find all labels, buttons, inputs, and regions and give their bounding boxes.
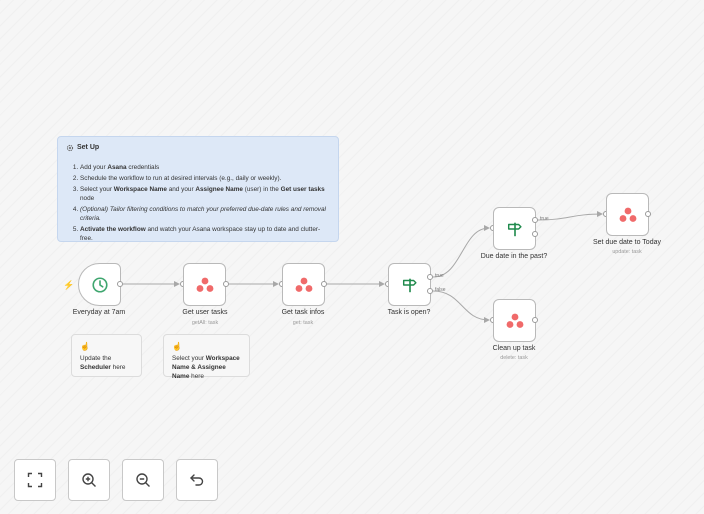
scheduler-sticky-note[interactable]: ☝ Update the Scheduler here (71, 334, 142, 377)
pointing-hand-icon: ☝ (172, 342, 182, 351)
branch-label-false: false (435, 287, 446, 293)
output-handle[interactable] (321, 281, 327, 287)
fit-view-icon (27, 472, 43, 488)
asana-icon (619, 207, 636, 222)
pointing-hand-icon: ☝ (80, 342, 90, 351)
branch-label-true: true (435, 273, 444, 279)
trigger-bolt-icon: ⚡ (63, 280, 75, 290)
gear-icon (66, 144, 74, 152)
zoom-in-button[interactable] (68, 459, 110, 501)
node-operation: getAll: task (191, 320, 219, 326)
node-get-user-tasks[interactable] (183, 263, 226, 306)
zoom-out-button[interactable] (122, 459, 164, 501)
asana-icon (506, 313, 523, 328)
node-label: Due date in the past? (480, 253, 548, 260)
setup-sticky-note[interactable]: Set Up Add your Asana credentials Schedu… (57, 136, 339, 242)
output-handle-false[interactable] (427, 288, 433, 294)
setup-step: Schedule the workflow to run at desired … (80, 174, 330, 183)
node-operation: update: task (612, 249, 642, 255)
zoom-in-icon (82, 473, 96, 487)
if-signpost-icon (402, 278, 417, 292)
output-handle[interactable] (223, 281, 229, 287)
undo-button[interactable] (176, 459, 218, 501)
output-handle-true[interactable] (427, 274, 433, 280)
branch-label-true: true (540, 216, 549, 222)
node-due-date-in-the-past[interactable] (493, 207, 536, 250)
setup-note-title: Set Up (66, 143, 330, 153)
node-label: Set due date to Today (593, 239, 661, 246)
clock-icon (91, 276, 108, 293)
node-label: Get user tasks (182, 309, 228, 316)
node-task-is-open[interactable] (388, 263, 431, 306)
setup-step: Select your Workspace Name and your Assi… (80, 185, 330, 204)
setup-step: Activate the workflow and watch your Asa… (80, 225, 330, 244)
output-handle-false[interactable] (532, 231, 538, 237)
output-handle[interactable] (117, 281, 123, 287)
node-label: Clean up task (492, 345, 536, 352)
output-handle[interactable] (645, 211, 651, 217)
output-handle[interactable] (532, 317, 538, 323)
node-operation: get: task (292, 320, 314, 326)
asana-icon (295, 277, 312, 292)
fit-view-button[interactable] (14, 459, 56, 501)
zoom-out-icon (136, 473, 150, 487)
setup-step: (Optional) Tailor filtering conditions t… (80, 205, 330, 224)
setup-steps-list: Add your Asana credentials Schedule the … (66, 163, 330, 244)
if-signpost-icon (507, 222, 522, 236)
output-handle-true[interactable] (532, 217, 538, 223)
node-get-task-infos[interactable] (282, 263, 325, 306)
node-operation: delete: task (500, 355, 528, 361)
node-label: Task is open? (387, 309, 431, 316)
node-label: Everyday at 7am (72, 309, 126, 316)
node-set-due-date-to-today[interactable] (606, 193, 649, 236)
node-label: Get task infos (281, 309, 325, 316)
node-everyday-at-7am[interactable] (78, 263, 121, 306)
asana-icon (196, 277, 213, 292)
undo-icon (190, 474, 204, 486)
node-clean-up-task[interactable] (493, 299, 536, 342)
setup-step: Add your Asana credentials (80, 163, 330, 172)
workspace-sticky-note[interactable]: ☝ Select your Workspace Name & Assignee … (163, 334, 250, 380)
